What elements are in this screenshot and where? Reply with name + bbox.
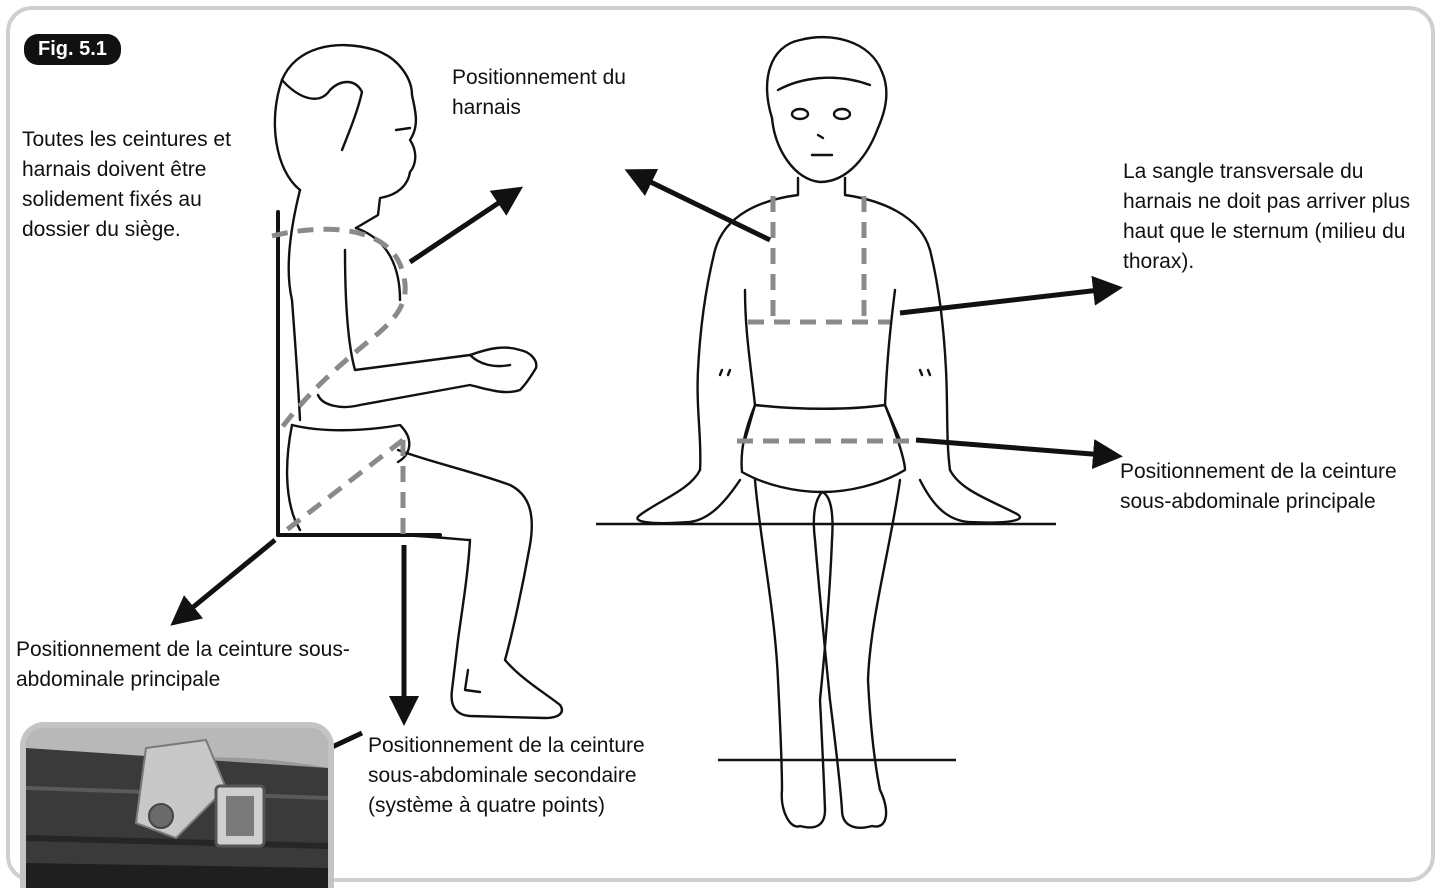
label-transverse-strap: La sangle transversale du harnais ne doi… [1123, 157, 1413, 277]
label-main-lap-belt-side: Positionnement de la ceinture sous-abdom… [16, 635, 376, 695]
label-belts-fixed: Toutes les ceintures et harnais doivent … [22, 125, 272, 245]
figure-badge: Fig. 5.1 [24, 34, 121, 65]
belt-buckle-photo [20, 722, 334, 888]
belt-buckle-photo-drawing [26, 728, 328, 888]
label-main-lap-belt-front: Positionnement de la ceinture sous-abdom… [1120, 457, 1430, 517]
side-view-child [275, 45, 562, 718]
label-secondary-lap-belt: Positionnement de la ceinture sous-abdom… [368, 731, 688, 821]
front-view-child [637, 37, 1020, 828]
side-view-belt-lines [272, 229, 405, 535]
label-harness-position: Positionnement du harnais [452, 63, 692, 123]
